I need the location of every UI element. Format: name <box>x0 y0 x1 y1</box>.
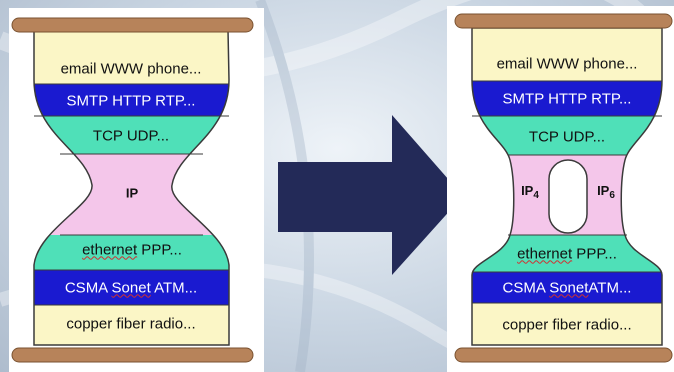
ipv6-base: IP <box>597 183 610 198</box>
ipv6-sub: 6 <box>609 190 615 201</box>
right-layer-ipv4-label: IP4 <box>521 183 539 201</box>
left-mac-part-2: Sonet <box>111 279 151 297</box>
r-layer-app-protocols-band <box>472 81 662 116</box>
right-layer-physical-label: copper fiber radio... <box>502 316 632 334</box>
left-layer-application-label: email WWW phone... <box>60 60 202 78</box>
right-mac-part-1: CSMA <box>502 279 550 297</box>
left-layer-transport-label: TCP UDP... <box>92 127 170 145</box>
r-layer-application-band <box>472 28 662 81</box>
top-wooden-bar-left <box>11 17 254 33</box>
layer-application-band <box>34 30 229 84</box>
r-layer-physical-band <box>472 303 662 345</box>
ipv4-sub: 4 <box>533 190 539 201</box>
right-link-part-2: PPP... <box>572 245 617 263</box>
right-layer-mac-label: CSMA SonetATM... <box>503 280 632 297</box>
right-mac-part-3: ATM... <box>588 279 632 297</box>
right-mac-part-2: Sonet <box>549 279 589 297</box>
left-layer-physical-label: copper fiber radio... <box>66 315 196 333</box>
right-layer-application-label: email WWW phone... <box>496 55 638 73</box>
right-layer-link-label: ethernet PPP... <box>517 246 617 263</box>
left-layer-mac-label: CSMA Sonet ATM... <box>65 280 197 297</box>
left-mac-part-3: ATM... <box>150 279 198 297</box>
layer-app-protocols-band <box>34 84 229 116</box>
right-layer-app-protocols-label: SMTP HTTP RTP... <box>502 90 632 108</box>
left-link-part-1: ethernet <box>82 241 138 259</box>
right-layer-transport-label: TCP UDP... <box>528 128 606 146</box>
bottom-wooden-bar-left <box>11 347 254 363</box>
r-layer-mac-band <box>472 272 662 303</box>
ipv4-base: IP <box>521 183 534 198</box>
layer-link-band <box>34 235 229 270</box>
left-link-part-2: PPP... <box>137 241 182 259</box>
right-link-part-1: ethernet <box>517 245 573 263</box>
right-layer-ipv6-label: IP6 <box>597 183 615 201</box>
layer-mac-band <box>34 270 229 305</box>
left-layer-app-protocols-label: SMTP HTTP RTP... <box>66 92 196 110</box>
top-wooden-bar-right <box>454 13 673 29</box>
ip-divider-oval <box>548 159 588 234</box>
left-layer-link-label: ethernet PPP... <box>82 242 182 259</box>
left-mac-part-1: CSMA <box>64 279 112 297</box>
layer-physical-band <box>34 305 229 345</box>
left-layer-ip-label: IP <box>125 185 139 201</box>
bottom-wooden-bar-right <box>454 347 673 363</box>
